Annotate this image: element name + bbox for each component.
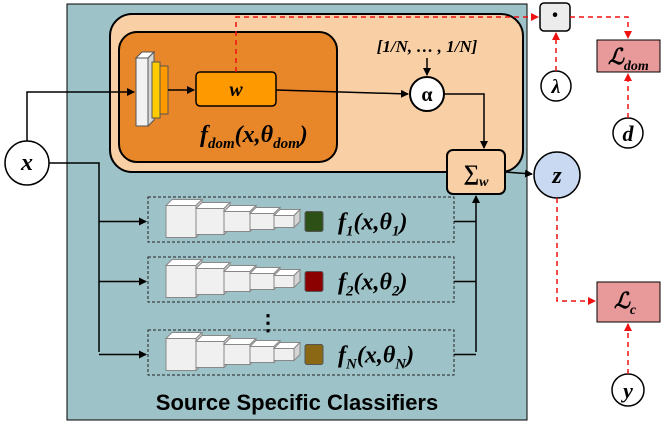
black-connectors xyxy=(26,58,533,352)
w-to-alpha-line xyxy=(275,89,409,98)
class-label-y-label: y xyxy=(620,378,633,403)
dot-to-ldom-dashed xyxy=(570,16,632,39)
classifier-head xyxy=(304,271,324,292)
alpha-to-sum-line xyxy=(444,93,488,149)
class-loss-box xyxy=(596,281,661,323)
input-x-label: x xyxy=(20,150,33,176)
classifier-head xyxy=(304,211,324,232)
classifier-cnn-icon xyxy=(164,258,324,299)
uniform-vector-label: [1/N, … , 1/N] xyxy=(377,37,478,56)
weighted-sum-label: ∑w xyxy=(463,160,489,190)
red-dashed-connectors xyxy=(235,13,632,374)
w-to-dot-dashed xyxy=(235,13,539,72)
classifier-head xyxy=(304,344,324,365)
classifier-row-box xyxy=(147,196,455,243)
class-loss-label: ℒc xyxy=(614,288,637,318)
x-to-dom-extractor-line xyxy=(26,88,135,141)
alpha-label: α xyxy=(421,84,432,106)
lambda-label: λ xyxy=(551,76,561,98)
domain-feature-extractor-icon xyxy=(134,50,169,128)
classifier-row-box xyxy=(147,329,455,376)
classifier-rows: f1(x,θ1) f2(x,θ2) fN(x,θN) xyxy=(99,196,476,376)
classifier-row: f1(x,θ1) xyxy=(99,196,476,243)
classifier-label: f1(x,θ1) xyxy=(338,210,407,240)
z-to-lc-dashed xyxy=(556,198,596,305)
x-trunk-line xyxy=(49,162,100,352)
dot-product-label: · xyxy=(550,0,559,31)
classifier-row: fN(x,θN) xyxy=(99,329,476,376)
weight-w-label: w xyxy=(229,79,243,101)
domain-loss-box xyxy=(596,39,661,73)
output-z-label: z xyxy=(551,163,562,189)
classifier-label: fN(x,θN) xyxy=(338,343,414,373)
classifier-cnn-icon xyxy=(164,198,324,239)
classifier-label: f2(x,θ2) xyxy=(338,270,407,300)
classifier-cnn-icon xyxy=(164,331,324,372)
classifier-row-box xyxy=(147,256,455,303)
domain-label-d-label: d xyxy=(623,121,635,146)
sum-to-z-line xyxy=(504,169,533,178)
classifier-ellipsis: ⋮ xyxy=(257,310,279,335)
source-specific-caption: Source Specific Classifiers xyxy=(156,390,438,415)
f-dom-label: fdom(x,θdom) xyxy=(200,122,308,152)
classifier-row: f2(x,θ2) xyxy=(99,256,476,303)
domain-loss-label: ℒdom xyxy=(608,44,649,74)
